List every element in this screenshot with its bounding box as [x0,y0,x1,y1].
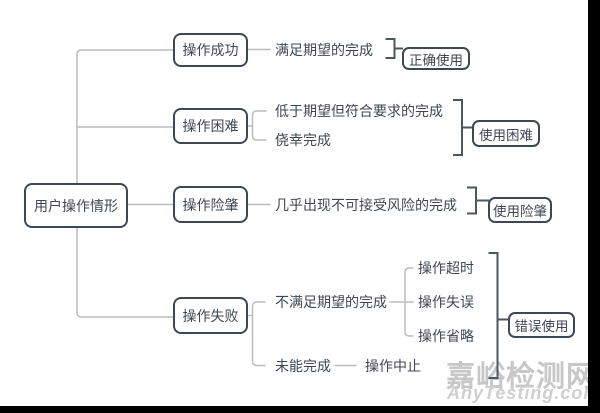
watermark-site-url: AnyTesting.com [447,383,600,403]
root-node: 用户操作情形 [24,183,128,228]
result-node-use-error: 错误使用 [508,312,575,338]
watermark-site-name: 嘉峪检测网 [446,361,597,393]
leaf-text-lucky-completion: 侥幸完成 [275,132,331,148]
result-node-use-near-miss: 使用险肇 [488,197,552,223]
result-node-use-difficulty: 使用困难 [472,120,540,147]
leaf-text-not-completed: 未能完成 [275,357,331,374]
subleaf-text-timeout: 操作超时 [418,260,474,276]
branch-node-failure: 操作失败 [173,297,248,334]
branch-node-difficulty: 操作困难 [173,108,248,144]
leaf-text-below-expectation: 低于期望但符合要求的完成 [275,103,443,119]
bottom-crop-bar [0,406,600,413]
leaf-text-success-completion: 满足期望的完成 [275,41,373,58]
leaf-text-unsatisfying-completion: 不满足期望的完成 [275,294,387,310]
subleaf-text-omission: 操作省略 [418,328,474,344]
result-node-correct-use: 正确使用 [402,47,470,70]
branch-node-success: 操作成功 [173,33,248,67]
subleaf-text-abort: 操作中止 [365,357,421,374]
leaf-text-near-risk-completion: 几乎出现不可接受风险的完成 [275,196,457,213]
right-crop-bar [588,0,600,413]
subleaf-text-error: 操作失误 [418,294,474,310]
connector-lines [76,38,509,379]
branch-node-near-miss: 操作险肇 [173,186,248,223]
